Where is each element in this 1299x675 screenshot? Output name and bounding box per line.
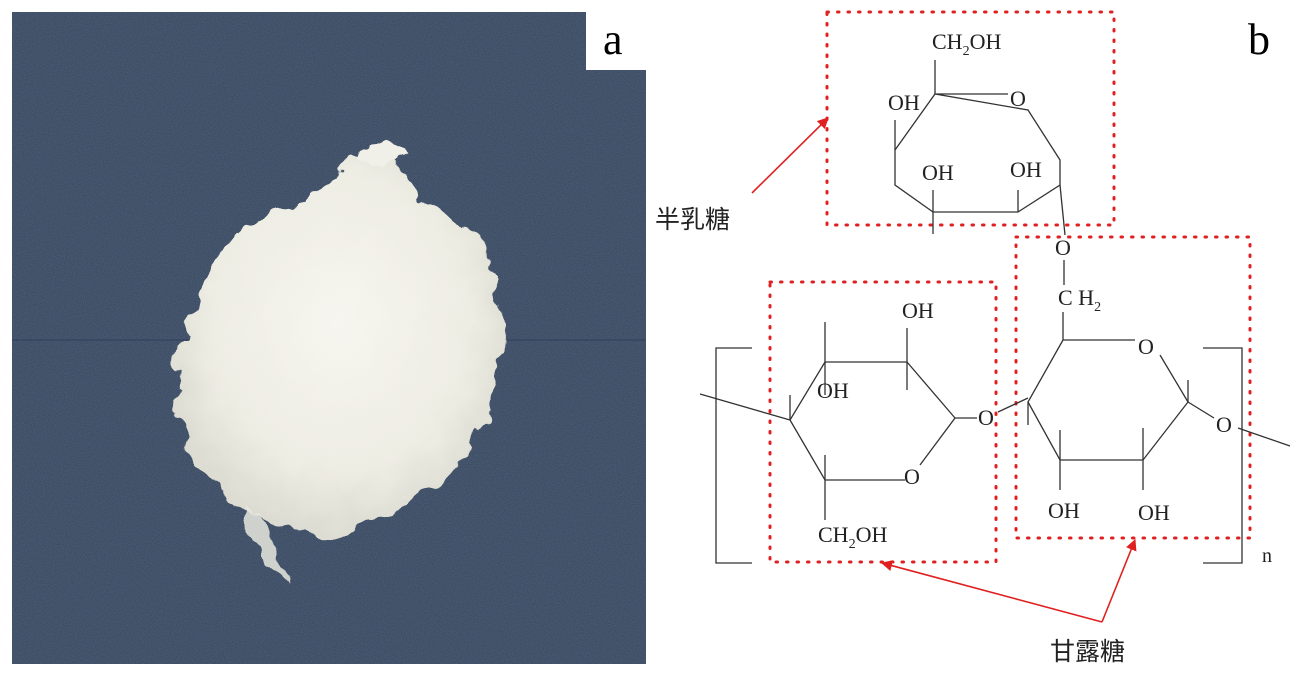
mannose-right-ring: O OH OH O — [1027, 334, 1291, 525]
powder-pile — [173, 143, 507, 590]
mannose-left-box — [768, 280, 998, 564]
mannose-left-ring: OH OH O CH2OH — [699, 298, 977, 552]
gal-oh-left: OH — [888, 90, 920, 115]
panel-b-structure: b CH2OH OH O OH OH O C H2 — [655, 10, 1291, 666]
panel-a-label: a — [603, 15, 623, 64]
mannose-label: 甘露糖 — [1050, 637, 1125, 666]
man-left-oh-top: OH — [902, 298, 934, 323]
gal-ring-o: O — [1010, 86, 1026, 111]
man-right-ring-o: O — [1138, 334, 1154, 359]
man-right-oh-bottom-left: OH — [1048, 498, 1080, 523]
panel-a-photo: a — [12, 12, 646, 664]
man-right-oh-bottom-right: OH — [1138, 500, 1170, 525]
gal-oh-bottom-left: OH — [922, 160, 954, 185]
mannose-arrow-left — [880, 560, 1103, 623]
repeat-brackets: n — [715, 347, 1272, 567]
mannose-arrow-right — [1101, 538, 1137, 623]
linkage-1-6: O C H2 — [1055, 235, 1101, 340]
galactose-label: 半乳糖 — [655, 205, 730, 234]
link-o: O — [1055, 235, 1071, 260]
gal-oh-bottom-right: OH — [1010, 157, 1042, 182]
chain-o-right: O — [1216, 412, 1232, 437]
man-left-oh-mid: OH — [817, 378, 849, 403]
repeat-index: n — [1262, 545, 1272, 567]
galactose-ring: CH2OH OH O OH OH — [888, 29, 1066, 236]
panel-b-label: b — [1248, 15, 1270, 64]
glycosidic-o: O — [978, 405, 994, 430]
mannose-right-box — [1014, 235, 1252, 540]
link-ch2: C H2 — [1058, 285, 1101, 315]
man-left-ring-o: O — [904, 464, 920, 489]
gal-ch2oh: CH2OH — [932, 29, 1001, 59]
galactose-arrow — [751, 117, 829, 194]
man-left-ch2oh: CH2OH — [818, 522, 887, 552]
